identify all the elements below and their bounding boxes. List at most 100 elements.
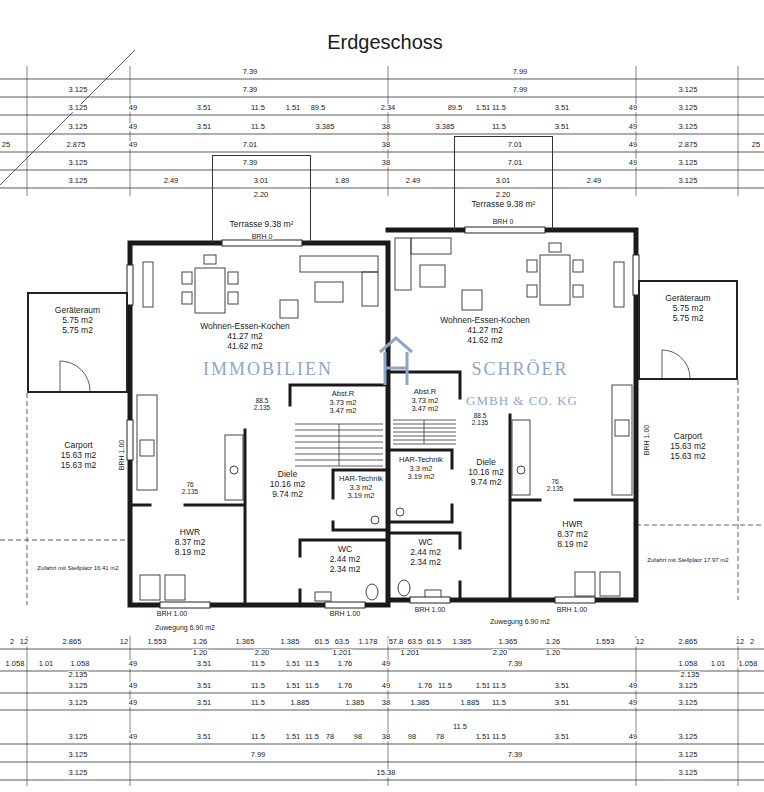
note-label: Zufahrt mit Stellplatz 16.41 m2 (36, 565, 119, 571)
dimension-label: 1.553 (147, 638, 168, 646)
room-label: 3.19 m2 (407, 473, 434, 482)
dimension-label: 1.20 (545, 649, 562, 657)
room-label: 9.74 m2 (272, 490, 303, 500)
dimension-label: 3.51 (554, 699, 571, 707)
dimension-label: 2.875 (66, 141, 87, 149)
note-label: BRH 1.00 (118, 439, 125, 471)
furniture-symbol (195, 268, 225, 313)
room-area: Abst.R3.73 m23.47 m2 (392, 387, 458, 416)
dimension-label: 3.125 (68, 123, 89, 131)
window-symbol (465, 227, 545, 233)
room-label: 8.19 m2 (175, 548, 206, 558)
dimension-label: 78 (435, 733, 445, 741)
dimension-label: 3.51 (196, 660, 213, 668)
dimension-label: 38 (381, 733, 391, 741)
logo-mark (380, 338, 412, 385)
furniture-symbol (411, 238, 451, 254)
room-label: 3.19 m2 (347, 492, 374, 501)
furniture-symbol (228, 292, 238, 304)
dimension-label: 3.125 (678, 123, 699, 131)
furniture-symbol (517, 466, 525, 474)
room-label: Carport (64, 441, 92, 451)
furniture-symbol (512, 420, 530, 495)
door-dimension: 76 2.135 (545, 479, 565, 493)
note-label: BRH 1.00 (414, 606, 446, 613)
furniture-symbol (182, 292, 192, 304)
dimension-label: 1.385 (410, 699, 431, 707)
dimension-label: 1.058 (70, 660, 91, 668)
dimension-line (27, 66, 738, 786)
dimension-label: 3.125 (678, 177, 699, 185)
dimension-line (0, 50, 135, 185)
dimension-label: 3.51 (196, 123, 213, 131)
dimension-label: 1.51 (285, 682, 302, 690)
dimension-label: 3.125 (678, 751, 699, 759)
room-area: HAR-Technik3.3 m23.19 m2 (336, 473, 386, 523)
dimension-label: 3.125 (68, 177, 89, 185)
room-label: 41.62 m2 (467, 336, 502, 346)
dimension-label: 1.51 (285, 104, 302, 112)
dimension-label: 49 (128, 104, 138, 112)
watermark-text: SCHRÖER (469, 360, 570, 378)
dimension-label: 2.20 (492, 649, 509, 657)
dimension-label: 1.01 (38, 660, 55, 668)
room-label: Carport (674, 432, 702, 442)
dimension-label: 7.99 (512, 86, 529, 94)
dimension-label: 49 (128, 699, 138, 707)
logo-mark (380, 338, 412, 385)
dimension-label: 3.125 (68, 682, 89, 690)
room-label: 5.75 m2 (62, 316, 93, 326)
dimension-label: 3.125 (68, 86, 89, 94)
watermark-text: IMMOBILIEN (201, 360, 335, 378)
dimension-label: 63.5 (407, 638, 424, 646)
dimension-label: 7.39 (507, 751, 524, 759)
dimension-label: 61.5 (426, 638, 443, 646)
room-label: 41.27 m2 (467, 326, 502, 336)
dimension-label: 49 (381, 660, 391, 668)
wall (130, 230, 636, 605)
dimension-label: 3.51 (554, 123, 571, 131)
dimension-label: 49 (628, 104, 638, 112)
dimension-label: 1.26 (192, 638, 209, 646)
furniture-symbol (182, 272, 192, 284)
dimension-label: 25 (1, 141, 11, 149)
room-area: Wohnen-Essen-Kochen41.27 m241.62 m2 (185, 322, 305, 354)
plan-title: Erdgeschoss (327, 32, 443, 52)
dimension-label: 3.125 (68, 733, 89, 741)
room-label: 15.63 m2 (670, 442, 705, 452)
dimension-label: 1.385 (452, 638, 473, 646)
dimension-label: 3.125 (68, 159, 89, 167)
dimension-label: 1.51 (475, 733, 492, 741)
dimension-label: 3.125 (678, 699, 699, 707)
dimension-label: 3.125 (678, 733, 699, 741)
dimension-label: 63.5 (334, 638, 351, 646)
room-label: 5.75 m2 (673, 314, 704, 324)
dimension-label: 2.865 (678, 638, 699, 646)
dimension-label: 1.201 (332, 649, 353, 657)
furniture-symbol (420, 265, 445, 287)
wall (388, 372, 636, 600)
dimension-label: 2.20 (254, 649, 271, 657)
dimension-label: 3.51 (196, 104, 213, 112)
dimension-label: 3.125 (678, 104, 699, 112)
note-label: BRH 0 (492, 218, 515, 225)
dimension-label: 98 (407, 733, 417, 741)
furniture-symbol (396, 508, 404, 516)
window-symbol (160, 602, 210, 608)
dimension-label: 1.385 (345, 699, 366, 707)
dimension-label: 3.385 (435, 123, 456, 131)
room-area: HWR8.37 m28.19 m2 (515, 520, 630, 552)
furniture-symbol (395, 238, 411, 290)
dimension-label: 89.5 (447, 104, 464, 112)
room-area: HWR8.37 m28.19 m2 (140, 528, 240, 560)
furniture-symbol (600, 572, 620, 596)
dimension-label: 1.553 (595, 638, 616, 646)
dimension-label: 49 (128, 682, 138, 690)
furniture-symbol (315, 282, 343, 302)
window-symbol (555, 597, 595, 603)
dimension-label: 7.99 (512, 68, 529, 76)
dimension-label: 49 (128, 733, 138, 741)
note-label: Zuwegung 6.90 m2 (489, 618, 551, 625)
room-label: 9.74 m2 (471, 478, 502, 488)
dimension-label: 25 (751, 141, 761, 149)
